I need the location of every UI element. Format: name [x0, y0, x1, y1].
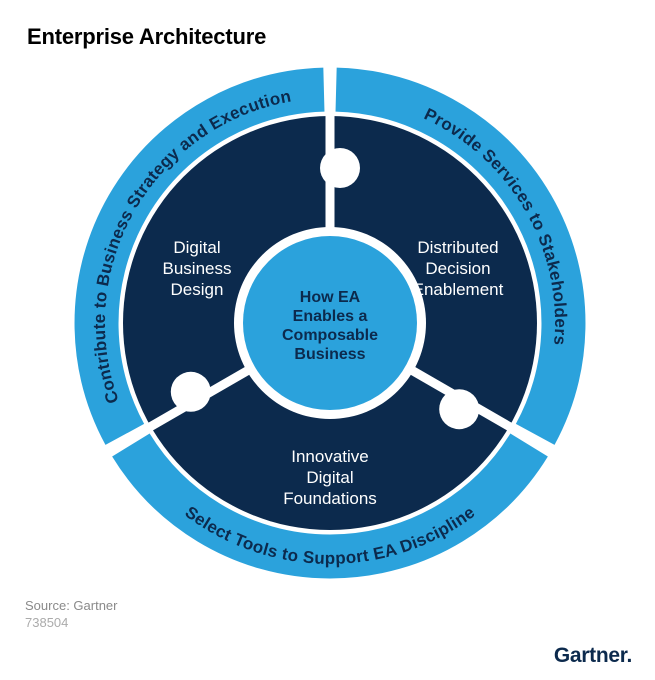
- center-label: How EA Enables a Composable Business: [282, 289, 378, 363]
- ring-segment-contribute: [74, 67, 325, 445]
- center-label-line: Business: [294, 346, 365, 363]
- puzzle-notch-lower-right: [439, 389, 480, 430]
- figure-id: 738504: [25, 615, 69, 630]
- puzzle-notch-top: [320, 148, 360, 188]
- piece-label-line: Design: [171, 280, 224, 299]
- piece-label-line: Digital: [306, 468, 353, 487]
- center-label-line: Enables a: [293, 308, 368, 325]
- piece-label-line: Distributed: [417, 238, 498, 257]
- center-label-line: How EA: [300, 289, 361, 306]
- center-label-line: Composable: [282, 327, 378, 344]
- piece-label-innovative-digital-foundations: Innovative Digital Foundations: [283, 447, 377, 508]
- outer-ring: [74, 67, 586, 579]
- puzzle-notches: [170, 148, 480, 430]
- source-block: Source: Gartner 738504: [25, 597, 118, 631]
- piece-label-line: Enablement: [413, 280, 504, 299]
- piece-label-line: Digital: [173, 238, 220, 257]
- piece-label-digital-business-design: Digital Business Design: [163, 238, 232, 299]
- page-title: Enterprise Architecture: [27, 24, 267, 49]
- ring-segment-provide: [335, 67, 586, 445]
- gartner-logo: Gartner.: [553, 644, 632, 667]
- source-note: Source: Gartner: [25, 598, 118, 613]
- piece-label-line: Business: [163, 259, 232, 278]
- piece-label-line: Decision: [425, 259, 490, 278]
- puzzle-notch-lower-left: [170, 371, 211, 412]
- center-circle: [243, 236, 417, 410]
- piece-label-line: Innovative: [291, 447, 369, 466]
- piece-label-distributed-decision-enablement: Distributed Decision Enablement: [413, 238, 504, 299]
- piece-label-line: Foundations: [283, 489, 377, 508]
- ring-segment-select: [112, 433, 548, 579]
